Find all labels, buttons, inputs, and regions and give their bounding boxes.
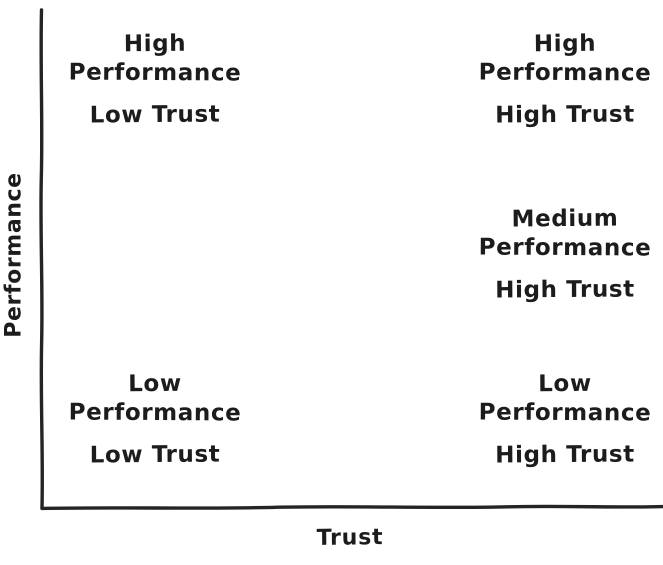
annotation-metric: Performance [478, 234, 652, 262]
annotation-low-performance-high-trust: Low Performance High Trust [478, 370, 652, 469]
annotation-level: Medium [511, 205, 619, 233]
annotation-trust: High Trust [495, 276, 635, 304]
annotation-trust: Low Trust [89, 441, 221, 469]
annotation-trust: High Trust [495, 101, 635, 129]
annotation-level: Low [128, 370, 182, 398]
annotation-low-performance-low-trust: Low Performance Low Trust [68, 370, 242, 469]
annotation-level: Low [538, 370, 592, 398]
annotation-medium-performance-high-trust: Medium Performance High Trust [478, 205, 652, 304]
annotation-metric: Performance [478, 59, 652, 87]
y-axis-line [39, 8, 44, 510]
x-axis-label: Trust [316, 525, 384, 551]
annotation-metric: Performance [478, 399, 652, 427]
y-axis-label: Performance [1, 172, 27, 338]
x-axis-line [40, 504, 663, 511]
annotation-metric: Performance [68, 59, 242, 87]
annotation-metric: Performance [68, 399, 242, 427]
annotation-high-performance-low-trust: High Performance Low Trust [68, 30, 242, 129]
annotation-trust: High Trust [495, 441, 635, 469]
annotation-level: High [533, 30, 597, 58]
annotation-trust: Low Trust [89, 101, 221, 129]
annotation-high-performance-high-trust: High Performance High Trust [478, 30, 652, 129]
annotation-level: High [123, 30, 187, 58]
